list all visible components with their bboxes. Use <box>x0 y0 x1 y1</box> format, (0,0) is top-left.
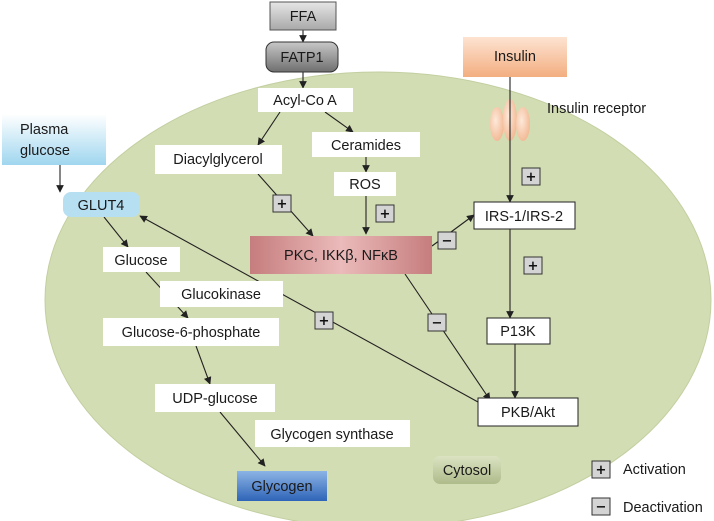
ceramides-label: Ceramides <box>331 138 401 154</box>
glycogen-synthase-label: Glycogen synthase <box>270 427 393 443</box>
node-fatp1: FATP1 <box>265 41 339 73</box>
plus-glyph: + <box>526 170 537 185</box>
minus-glyph: − <box>442 234 453 249</box>
node-glucose-6-phosphate: Glucose-6-phosphate <box>103 318 279 346</box>
ros-label: ROS <box>349 177 380 193</box>
plasma-label: Plasma <box>20 122 69 138</box>
node-insulin: Insulin <box>463 37 567 77</box>
diacylglycerol-label: Diacylglycerol <box>173 152 262 168</box>
pkb-label: PKB/Akt <box>501 405 555 421</box>
connectors <box>56 30 519 467</box>
arrow-glut4-glucose <box>103 216 129 248</box>
plus-sign-diacylglycerol: + <box>272 194 292 213</box>
fatp1-label: FATP1 <box>280 50 323 66</box>
plus-sign-pkb-glut4: + <box>314 311 334 330</box>
glut4-label: GLUT4 <box>78 198 125 214</box>
arrow-acylcoa-diacylglycerol <box>257 111 281 146</box>
arrow-udp-glycogen <box>219 411 266 467</box>
ffa-label: FFA <box>290 9 317 25</box>
plus-sign-irs-p13k: + <box>523 256 543 275</box>
plus-glyph: + <box>319 314 330 329</box>
node-ffa: FFA <box>269 1 337 31</box>
node-acyl-coa: Acyl-Co A <box>258 88 353 112</box>
legend-deactivation-label: Deactivation <box>623 500 703 516</box>
node-glucokinase: Glucokinase <box>160 281 283 307</box>
arrow-pkb-glut4 <box>139 215 479 403</box>
glucose-label: glucose <box>20 143 70 159</box>
acyl-coa-label: Acyl-Co A <box>273 93 337 109</box>
plus-glyph: + <box>528 259 539 274</box>
pkc-label: PKC, IKKβ, NFκB <box>284 248 398 264</box>
node-glucose: Glucose <box>103 247 180 272</box>
legend-activation-label: Activation <box>623 462 686 478</box>
legend: + Activation − Deactivation <box>591 460 703 516</box>
node-diacylglycerol: Diacylglycerol <box>155 145 282 174</box>
arrow-pkc-pkb <box>404 273 491 401</box>
minus-sign-pkc-irs: − <box>437 231 457 250</box>
arrow-acylcoa-ceramides <box>324 111 354 133</box>
node-glycogen-synthase: Glycogen synthase <box>255 420 410 447</box>
minus-sign-pkc-pkb: − <box>427 313 447 332</box>
arrow-g6p-udp <box>195 345 212 385</box>
node-p13k: P13K <box>486 317 551 345</box>
p13k-label: P13K <box>500 324 536 340</box>
g6p-label: Glucose-6-phosphate <box>122 325 261 341</box>
plus-glyph: + <box>596 463 607 478</box>
node-irs: IRS-1/IRS-2 <box>473 201 576 230</box>
insulin-receptor-label: Insulin receptor <box>547 101 646 117</box>
legend-activation: + Activation <box>591 460 686 479</box>
node-udp-glucose: UDP-glucose <box>155 384 275 412</box>
minus-glyph: − <box>596 500 607 515</box>
udp-glucose-label: UDP-glucose <box>172 391 257 407</box>
plus-sign-insulin-irs: + <box>521 167 541 186</box>
legend-deactivation: − Deactivation <box>591 497 703 516</box>
node-pkb: PKB/Akt <box>477 397 579 427</box>
node-glut4: GLUT4 <box>63 192 140 217</box>
insulin-label: Insulin <box>494 49 536 65</box>
node-plasma-glucose: Plasma glucose <box>2 114 106 165</box>
node-ros: ROS <box>334 172 396 196</box>
glucokinase-label: Glucokinase <box>181 287 261 303</box>
irs-label: IRS-1/IRS-2 <box>485 209 563 225</box>
cytosol-label: Cytosol <box>443 463 491 479</box>
plus-glyph: + <box>380 207 391 222</box>
node-glycogen: Glycogen <box>237 471 327 501</box>
plus-sign-ros: + <box>375 204 395 223</box>
glucose-node-label: Glucose <box>114 253 167 269</box>
node-ceramides: Ceramides <box>312 132 420 157</box>
node-pkc: PKC, IKKβ, NFκB <box>250 236 432 274</box>
minus-glyph: − <box>432 316 443 331</box>
cytosol-tag: Cytosol <box>433 456 501 484</box>
glycogen-label: Glycogen <box>251 479 312 495</box>
plus-glyph: + <box>277 197 288 212</box>
